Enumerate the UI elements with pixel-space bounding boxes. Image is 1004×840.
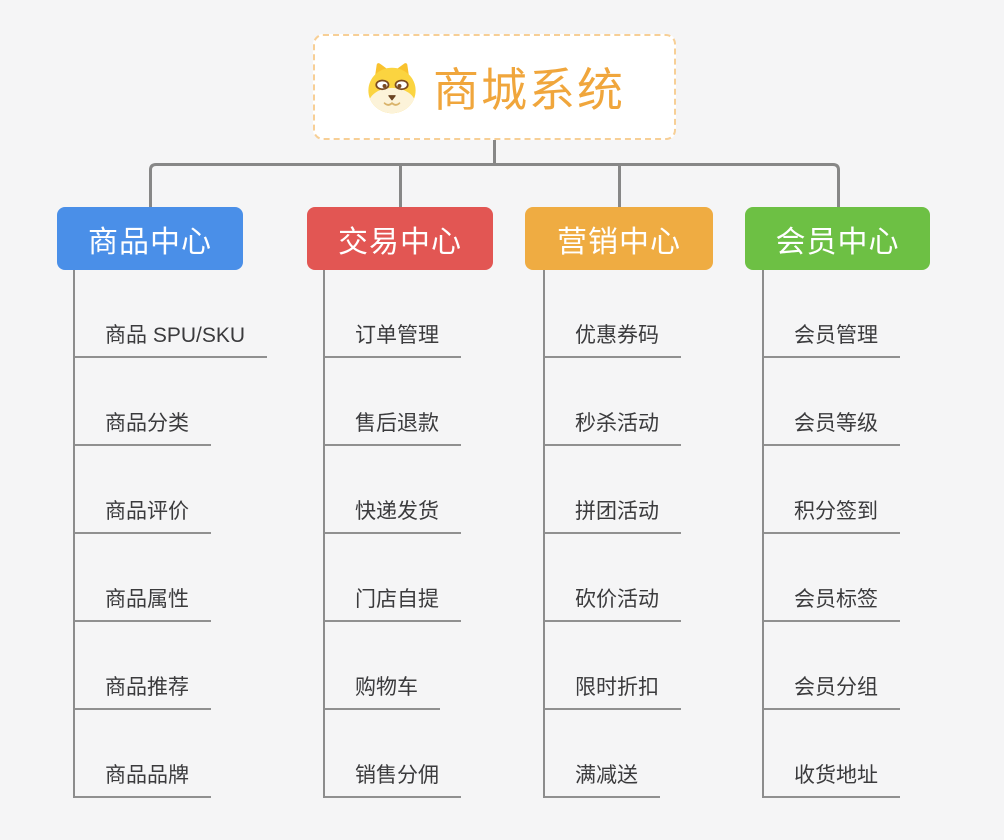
root-title: 商城系统 bbox=[433, 64, 625, 116]
leaf-node: 商品评价 bbox=[73, 446, 267, 534]
leaf-label[interactable]: 门店自提 bbox=[323, 583, 461, 622]
leaf-label[interactable]: 限时折扣 bbox=[543, 671, 681, 710]
leaf-node: 限时折扣 bbox=[543, 622, 681, 710]
leaf-node: 商品属性 bbox=[73, 534, 267, 622]
leaf-node: 购物车 bbox=[323, 622, 461, 710]
leaf-node: 满减送 bbox=[543, 710, 681, 798]
branch-children-member: 会员管理 会员等级 积分签到 会员标签 会员分组 收货地址 bbox=[762, 270, 900, 798]
leaf-node: 会员分组 bbox=[762, 622, 900, 710]
leaf-label[interactable]: 会员管理 bbox=[762, 319, 900, 358]
leaf-node: 销售分佣 bbox=[323, 710, 461, 798]
leaf-label[interactable]: 快递发货 bbox=[323, 495, 461, 534]
leaf-node: 会员标签 bbox=[762, 534, 900, 622]
branch-node-member-center[interactable]: 会员中心 bbox=[745, 207, 930, 270]
dog-face-icon bbox=[368, 63, 416, 114]
leaf-node: 秒杀活动 bbox=[543, 358, 681, 446]
branch-node-marketing-center[interactable]: 营销中心 bbox=[525, 207, 713, 270]
leaf-label[interactable]: 订单管理 bbox=[323, 319, 461, 358]
branch-children-trade: 订单管理 售后退款 快递发货 门店自提 购物车 销售分佣 bbox=[323, 270, 461, 798]
leaf-label[interactable]: 拼团活动 bbox=[543, 495, 681, 534]
leaf-label[interactable]: 售后退款 bbox=[323, 407, 461, 446]
branch-children-marketing: 优惠券码 秒杀活动 拼团活动 砍价活动 限时折扣 满减送 bbox=[543, 270, 681, 798]
branch-node-trade-center[interactable]: 交易中心 bbox=[307, 207, 493, 270]
leaf-label[interactable]: 砍价活动 bbox=[543, 583, 681, 622]
branch-node-product-center[interactable]: 商品中心 bbox=[57, 207, 243, 270]
leaf-label[interactable]: 购物车 bbox=[323, 671, 440, 710]
leaf-label[interactable]: 销售分佣 bbox=[323, 759, 461, 798]
leaf-label[interactable]: 商品推荐 bbox=[73, 671, 211, 710]
leaf-node: 拼团活动 bbox=[543, 446, 681, 534]
leaf-label[interactable]: 优惠券码 bbox=[543, 319, 681, 358]
leaf-label[interactable]: 商品品牌 bbox=[73, 759, 211, 798]
leaf-node: 收货地址 bbox=[762, 710, 900, 798]
leaf-label[interactable]: 秒杀活动 bbox=[543, 407, 681, 446]
leaf-node: 订单管理 bbox=[323, 270, 461, 358]
leaf-label[interactable]: 商品评价 bbox=[73, 495, 211, 534]
leaf-label[interactable]: 会员标签 bbox=[762, 583, 900, 622]
leaf-node: 快递发货 bbox=[323, 446, 461, 534]
leaf-node: 会员管理 bbox=[762, 270, 900, 358]
leaf-node: 商品分类 bbox=[73, 358, 267, 446]
leaf-label[interactable]: 积分签到 bbox=[762, 495, 900, 534]
leaf-node: 优惠券码 bbox=[543, 270, 681, 358]
leaf-label[interactable]: 会员等级 bbox=[762, 407, 900, 446]
leaf-label[interactable]: 会员分组 bbox=[762, 671, 900, 710]
root-node[interactable]: 商城系统 bbox=[313, 34, 676, 140]
leaf-node: 门店自提 bbox=[323, 534, 461, 622]
leaf-node: 商品品牌 bbox=[73, 710, 267, 798]
leaf-label[interactable]: 商品属性 bbox=[73, 583, 211, 622]
leaf-node: 商品 SPU/SKU bbox=[73, 270, 268, 358]
leaf-node: 积分签到 bbox=[762, 446, 900, 534]
leaf-node: 售后退款 bbox=[323, 358, 461, 446]
leaf-label[interactable]: 收货地址 bbox=[762, 759, 900, 798]
leaf-node: 会员等级 bbox=[762, 358, 900, 446]
leaf-node: 商品推荐 bbox=[73, 622, 267, 710]
leaf-label[interactable]: 商品分类 bbox=[73, 407, 211, 446]
branch-children-product: 商品 SPU/SKU 商品分类 商品评价 商品属性 商品推荐 商品品牌 bbox=[73, 270, 268, 798]
leaf-node: 砍价活动 bbox=[543, 534, 681, 622]
leaf-label[interactable]: 满减送 bbox=[543, 759, 660, 798]
leaf-label[interactable]: 商品 SPU/SKU bbox=[73, 319, 268, 358]
